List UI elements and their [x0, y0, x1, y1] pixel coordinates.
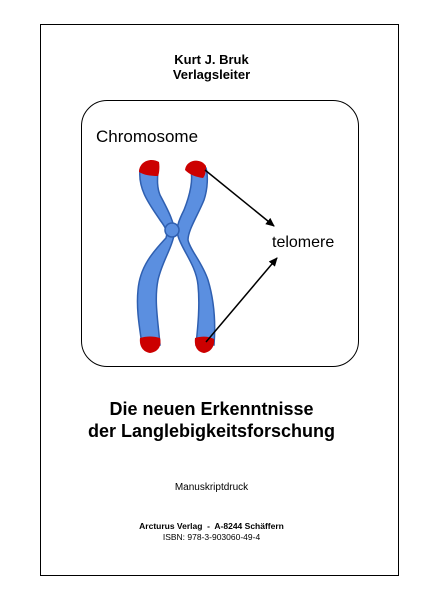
- telomere-top-left: [139, 160, 160, 176]
- publisher-block: Arcturus Verlag - A-8244 Schäffern ISBN:…: [0, 521, 423, 543]
- chromatid-left: [136, 167, 176, 346]
- book-title-line-2: der Langlebigkeitsforschung: [87, 421, 336, 441]
- arrow-to-telomere-top: [204, 169, 275, 227]
- book-title: Die neuen Erkenntnisse der Langlebigkeit…: [0, 398, 423, 442]
- chromosome-figure: [81, 100, 359, 367]
- book-title-line-1: Die neuen Erkenntnisse: [109, 399, 314, 419]
- author-role: Verlagsleiter: [172, 67, 251, 82]
- edition-note: Manuskriptdruck: [174, 482, 249, 493]
- telomere-bottom-right: [194, 336, 215, 353]
- telomere-bottom-left: [139, 336, 161, 353]
- chromosome-label: Chromosome: [96, 127, 198, 146]
- author-name: Kurt J. Bruk: [174, 52, 249, 67]
- telomere-label: telomere: [272, 234, 334, 251]
- telomere-top-right: [185, 160, 206, 178]
- isbn: ISBN: 978-3-903060-49-4: [162, 532, 261, 542]
- chromatid-right: [176, 167, 216, 346]
- centromere: [164, 222, 180, 238]
- page-border: [40, 24, 399, 576]
- author-block: Kurt J. Bruk Verlagsleiter: [0, 52, 423, 82]
- publisher-name: Arcturus Verlag - A-8244 Schäffern: [139, 521, 284, 531]
- arrow-to-telomere-bottom: [205, 257, 278, 343]
